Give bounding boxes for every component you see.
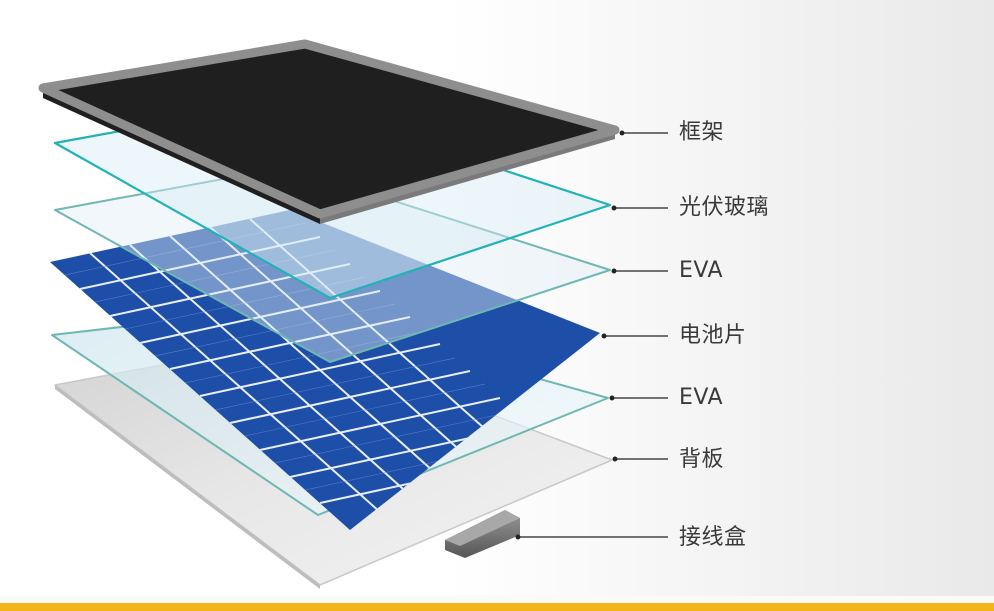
solar-cells-layer <box>50 210 600 530</box>
leader-lines <box>515 130 668 540</box>
label-junction-box: 接线盒 <box>679 525 747 550</box>
label-backsheet: 背板 <box>679 447 725 472</box>
label-eva-top: EVA <box>679 258 724 283</box>
label-pv-glass: 光伏玻璃 <box>679 195 770 220</box>
junction-box <box>445 510 520 558</box>
eva-top-layer <box>54 166 611 363</box>
label-frame: 框架 <box>679 120 725 145</box>
label-eva-bottom: EVA <box>679 385 724 410</box>
label-cells: 电池片 <box>679 323 747 348</box>
aluminum-frame <box>38 39 620 224</box>
accent-bar <box>0 603 994 611</box>
bottom-padding <box>0 596 994 603</box>
